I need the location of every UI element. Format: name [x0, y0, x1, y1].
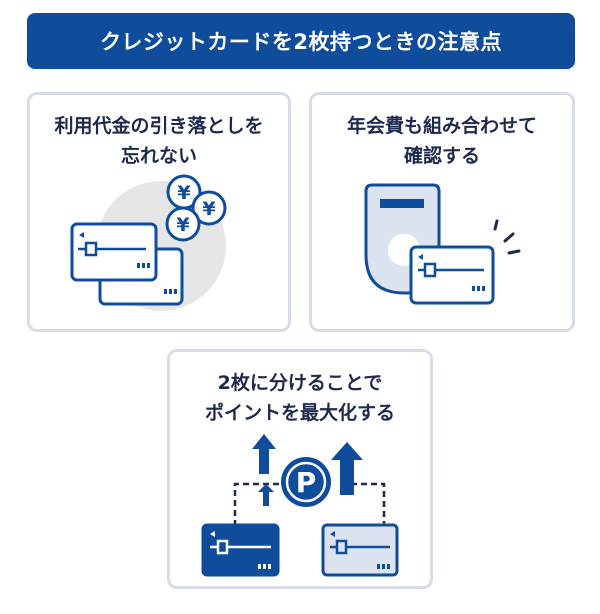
tip-title-line-1: 2枚に分けることで — [217, 372, 383, 394]
signal-lines-icon — [493, 219, 521, 255]
svg-text:¥: ¥ — [176, 214, 189, 236]
two-cards-points-illustration: P — [201, 434, 399, 577]
yen-coin-icon: ¥ — [191, 190, 227, 226]
tip-title: 2枚に分けることで ポイントを最大化する — [170, 368, 430, 428]
light-credit-card-icon — [321, 523, 399, 577]
tip-title-line-2: 確認する — [403, 145, 480, 167]
point-coin-icon: P — [281, 457, 331, 507]
tip-title-line-1: 利用代金の引き落としを — [54, 115, 264, 137]
tip-card-payment-date: 利用代金の引き落としを 忘れない ¥ ¥ ¥ — [27, 92, 291, 332]
page-title-banner: クレジットカードを2枚持つときの注意点 — [27, 13, 575, 69]
tip-title: 年会費も組み合わせて 確認する — [312, 111, 572, 171]
credit-card-icon — [409, 245, 495, 305]
up-arrow-icon — [331, 442, 363, 495]
page-title: クレジットカードを2枚持つときの注意点 — [99, 30, 503, 54]
svg-text:P: P — [296, 466, 317, 499]
small-up-arrow-icon — [258, 484, 274, 506]
up-arrow-icon — [252, 434, 276, 474]
card-payment-terminal-illustration — [364, 183, 521, 305]
tip-card-maximize-points: 2枚に分けることで ポイントを最大化する P — [167, 349, 433, 589]
tip-title-line-2: 忘れない — [120, 145, 197, 167]
tip-title: 利用代金の引き落としを 忘れない — [30, 111, 288, 171]
tip-title-line-2: ポイントを最大化する — [204, 402, 395, 424]
front-credit-card-icon — [70, 222, 158, 282]
yen-coin-icon: ¥ — [165, 206, 201, 242]
tip-title-line-1: 年会費も組み合わせて — [346, 115, 537, 137]
svg-text:¥: ¥ — [202, 198, 215, 220]
svg-text:¥: ¥ — [177, 182, 190, 204]
dashed-connector-lines — [233, 482, 386, 526]
cards-and-yen-coins-illustration: ¥ ¥ ¥ — [70, 174, 227, 311]
tip-card-annual-fee: 年会費も組み合わせて 確認する — [309, 92, 575, 332]
navy-credit-card-icon — [201, 523, 280, 577]
